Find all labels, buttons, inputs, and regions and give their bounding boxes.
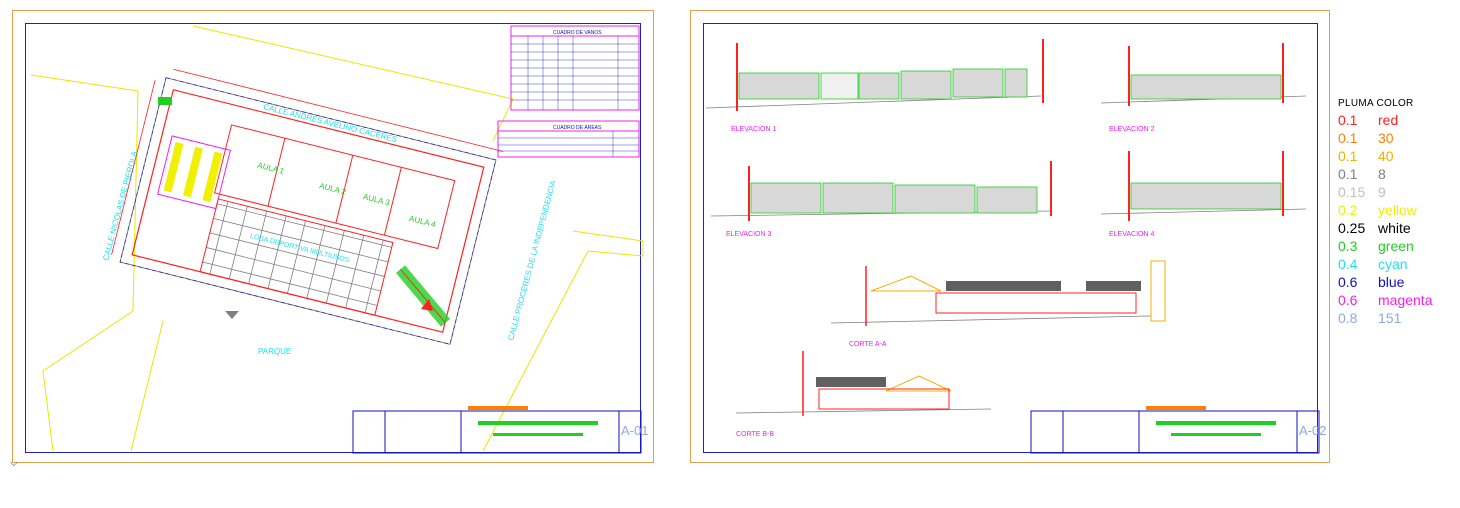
section-a-label: CORTE A-A [849,341,887,348]
legend-color: blue [1378,274,1405,290]
north-tag [158,97,172,105]
elevation-1: ELEVACION 1 [705,39,1044,133]
sheet-site-plan[interactable]: AULA 1 AULA 2 AULA 3 AULA 4 LOSA DEPORTI… [12,10,654,463]
section-b-b: CORTE B-B [735,351,992,438]
elevations-drawing: ELEVACION 1 ELEVACION 2 ELEVACION 3 [705,39,1326,454]
legend-weight: 0.1 [1338,130,1358,146]
legend-weight: 0.6 [1338,274,1358,290]
legend-row: 0.15 9 [1338,183,1456,201]
legend-row: 0.8 151 [1338,309,1456,327]
sheet2-code: A-02 [1299,423,1326,438]
legend-row: 0.25 white [1338,219,1456,237]
chevron-down-icon[interactable]: ⌵ [10,458,18,469]
legend-weight: 0.1 [1338,112,1358,128]
legend-row: 0.6 magenta [1338,291,1456,309]
street-label-bottom: PARQUE [258,347,291,356]
elevation-4: ELEVACION 4 [1100,151,1307,238]
legend-color: green [1378,238,1414,254]
legend-row: 0.1 red [1338,111,1456,129]
legend-color: red [1378,112,1399,128]
legend-row: 0.1 30 [1338,129,1456,147]
street-label-right: CALLE PROCERES DE LA INDEPENDENCIA [506,179,558,342]
table-areas-title: CUADRO DE ÁREAS [553,124,602,131]
elevation-2-label: ELEVACION 2 [1109,126,1154,133]
legend-color: 9 [1378,184,1386,200]
legend-color: 40 [1378,148,1394,164]
street-label-left: CALLE NICOLAS DE PIEROLA [101,149,139,261]
room-label-3: AULA 3 [362,192,391,207]
elevation-3: ELEVACION 3 [710,161,1052,238]
legend-row: 0.6 blue [1338,273,1456,291]
elevation-2: ELEVACION 2 [1100,43,1307,133]
legend-weight: 0.15 [1338,184,1366,200]
site-plan-drawing: AULA 1 AULA 2 AULA 3 AULA 4 LOSA DEPORTI… [30,25,648,454]
section-b-label: CORTE B-B [736,431,774,438]
legend-weight: 0.8 [1338,310,1358,326]
legend-color: magenta [1378,292,1433,308]
elevation-3-label: ELEVACION 3 [726,231,771,238]
sheet-site-plan-frame [25,23,641,453]
legend-row: 0.4 cyan [1338,255,1456,273]
legend-color: 30 [1378,130,1394,146]
legend-color: cyan [1378,256,1408,272]
sheet1-code: A-01 [621,423,648,438]
sheet-elevations-frame [703,23,1318,453]
legend-color: white [1378,220,1411,236]
legend-weight: 0.4 [1338,256,1358,272]
elevation-4-label: ELEVACION 4 [1109,231,1154,238]
legend-weight: 0.1 [1338,166,1358,182]
sheet-elevations[interactable]: ELEVACION 1 ELEVACION 2 ELEVACION 3 [690,10,1330,463]
legend-header: PLUMA COLOR [1338,98,1414,109]
room-label-1: AULA 1 [257,161,286,176]
legend-color: yellow [1378,202,1417,218]
legend-weight: 0.6 [1338,292,1358,308]
legend-weight: 0.3 [1338,238,1358,254]
room-label-4: AULA 4 [408,214,437,229]
legend-weight: 0.2 [1338,202,1358,218]
legend-color: 8 [1378,166,1386,182]
legend-row: 0.1 40 [1338,147,1456,165]
legend-row: 0.2 yellow [1338,201,1456,219]
elevation-1-label: ELEVACION 1 [731,126,776,133]
room-label-2: AULA 2 [318,181,347,196]
section-a-a: CORTE A-A [830,260,1166,348]
legend-weight: 0.25 [1338,220,1366,236]
legend-row: 0.3 green [1338,237,1456,255]
table-vanos-title: CUADRO DE VANOS [553,30,602,36]
legend-color: 151 [1378,310,1402,326]
legend-weight: 0.1 [1338,148,1358,164]
